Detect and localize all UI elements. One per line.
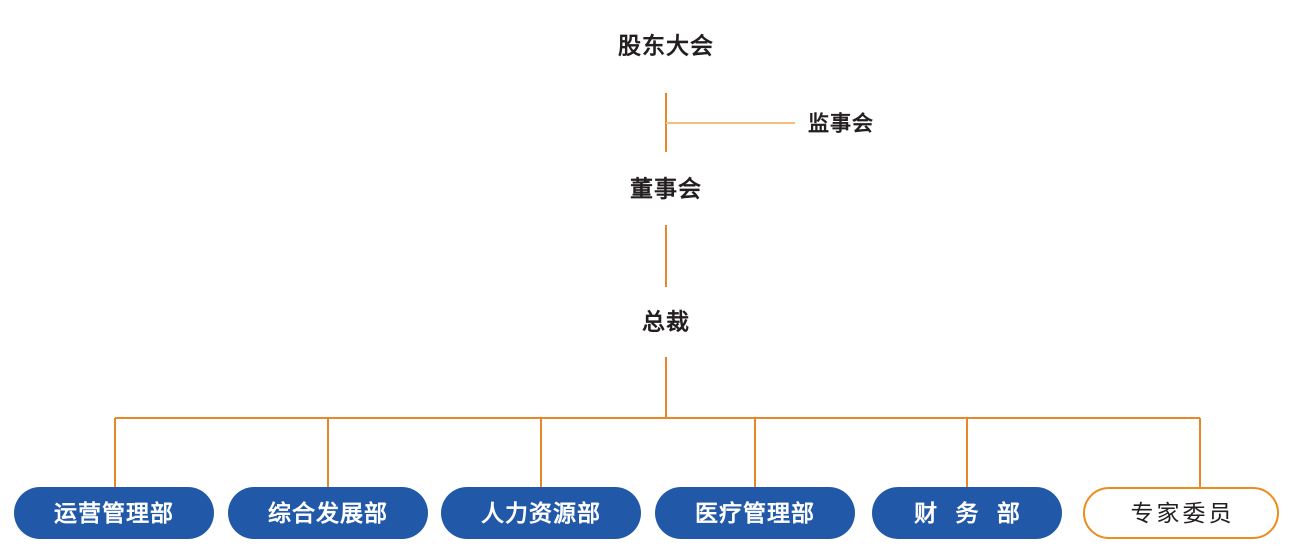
node-dept-general-development[interactable]: 综合发展部 — [228, 487, 428, 539]
node-shareholders-meeting[interactable]: 股东大会 — [618, 32, 714, 59]
node-dept-operations[interactable]: 运营管理部 — [14, 487, 214, 539]
node-dept-medical-management[interactable]: 医疗管理部 — [655, 487, 855, 539]
node-board-of-directors[interactable]: 董事会 — [630, 175, 702, 202]
node-committee-experts[interactable]: 专家委员 — [1083, 487, 1279, 539]
node-supervisory-board[interactable]: 监事会 — [808, 112, 874, 136]
node-president[interactable]: 总裁 — [642, 308, 690, 335]
node-dept-human-resources[interactable]: 人力资源部 — [441, 487, 641, 539]
node-dept-finance[interactable]: 财 务 部 — [872, 487, 1062, 539]
